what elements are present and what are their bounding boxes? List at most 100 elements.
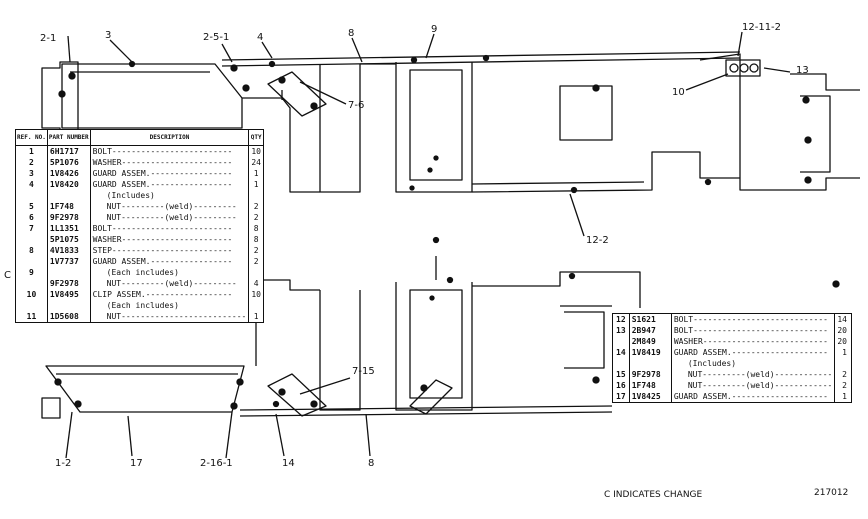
cell-qty: 1	[253, 312, 259, 321]
cell-qty: 24	[251, 158, 261, 167]
cell-description: GUARD ASSEM.--------------------	[671, 391, 836, 403]
cell-ref-no: 6	[15, 212, 48, 223]
cell-description: NUT---------(weld)------------	[671, 369, 836, 380]
cell-part-number: 1V8420	[47, 179, 91, 190]
cell-ref-no: 12	[612, 313, 630, 325]
cell-qty: 1	[253, 169, 259, 178]
callout-7-15: 7-15	[352, 366, 375, 377]
header-ref-no: REF. NO.	[15, 129, 48, 146]
cell-description: WASHER-----------------------	[90, 157, 250, 168]
cell-qty	[835, 358, 852, 369]
cell-ref-no	[15, 278, 48, 289]
cell-description: GUARD ASSEM.-----------------	[90, 168, 250, 179]
cell-description: WASHER--------------------------	[671, 336, 836, 347]
cell-ref-no	[612, 336, 630, 347]
cell-part-number: 5P1076	[47, 157, 91, 168]
header-part-number: PART NUMBER	[47, 129, 91, 146]
cell-part-number	[47, 300, 91, 311]
change-legend: C INDICATES CHANGE	[604, 490, 703, 500]
callout-17: 17	[130, 458, 143, 469]
cell-part-number: S1621	[629, 313, 672, 325]
callout-9: 9	[431, 24, 438, 35]
cell-ref-no: 8	[15, 245, 48, 256]
table-row: (Each includes)	[15, 300, 264, 311]
cell-description: BOLT-------------------------	[90, 145, 250, 157]
callout-8-bottom: 8	[368, 458, 375, 469]
cell-qty: 2	[253, 246, 259, 255]
cell-description: GUARD ASSEM.--------------------	[671, 347, 836, 358]
cell-part-number	[47, 267, 91, 278]
cell-qty: 20	[837, 337, 847, 346]
cell-qty: 2	[842, 381, 847, 390]
cell-part-number	[47, 190, 91, 201]
cell-description: NUT---------(weld)---------	[90, 212, 250, 223]
cell-part-number: 9F2978	[47, 278, 91, 289]
cell-qty	[249, 190, 264, 201]
cell-qty: 8	[253, 224, 259, 233]
upper-bolts	[58, 54, 812, 194]
callout-7-6: 7-6	[348, 100, 365, 111]
cell-description: (Each includes)	[90, 267, 250, 278]
callout-2-16-1: 2-16-1	[200, 458, 233, 469]
callout-14: 14	[282, 458, 295, 469]
cell-ref-no	[15, 300, 48, 311]
header-description: DESCRIPTION	[90, 129, 250, 146]
cell-ref-no: 5	[15, 201, 48, 212]
upper-guard-assembly	[41, 31, 860, 237]
cell-description: NUT--------------------------	[90, 311, 250, 323]
cell-qty: 4	[253, 279, 259, 288]
cell-ref-no: 3	[15, 168, 48, 179]
cell-qty: 10	[251, 147, 261, 156]
table-row: 9 (Each includes)	[15, 267, 264, 278]
cell-part-number: 1V8426	[47, 168, 91, 179]
cell-ref-no	[612, 358, 630, 369]
cell-description: WASHER-----------------------	[90, 234, 250, 245]
drawing-number: 217012	[814, 488, 849, 498]
cell-ref-no: 9	[15, 267, 48, 278]
callout-12-11-2: 12-11-2	[742, 22, 782, 33]
change-marker: C	[4, 270, 11, 281]
cell-ref-no: 2	[15, 157, 48, 168]
cell-part-number: 6H1717	[47, 145, 91, 157]
callout-2-5-1: 2-5-1	[203, 32, 230, 43]
cell-ref-no: 13	[612, 325, 630, 336]
cell-qty	[249, 267, 264, 278]
callout-8-top: 8	[348, 28, 355, 39]
cell-part-number: 2B947	[629, 325, 672, 336]
cell-part-number: 1F748	[47, 201, 91, 212]
cell-part-number: 4V1833	[47, 245, 91, 256]
callout-3: 3	[105, 30, 112, 41]
cell-ref-no: 10	[15, 289, 48, 300]
cell-ref-no: 7	[15, 223, 48, 234]
cell-description: CLIP ASSEM.------------------	[90, 289, 250, 300]
cell-ref-no: 16	[612, 380, 630, 391]
cell-qty: 2	[253, 202, 259, 211]
cell-description: (Includes)	[90, 190, 250, 201]
cell-description: BOLT----------------------------	[671, 325, 836, 336]
cell-qty: 1	[842, 392, 847, 401]
cell-part-number	[629, 358, 672, 369]
cell-qty: 14	[837, 315, 847, 324]
callout-13: 13	[796, 65, 809, 76]
cell-description: BOLT----------------------------	[671, 313, 836, 325]
cell-part-number: 9F2978	[47, 212, 91, 223]
cell-part-number: 1L1351	[47, 223, 91, 234]
